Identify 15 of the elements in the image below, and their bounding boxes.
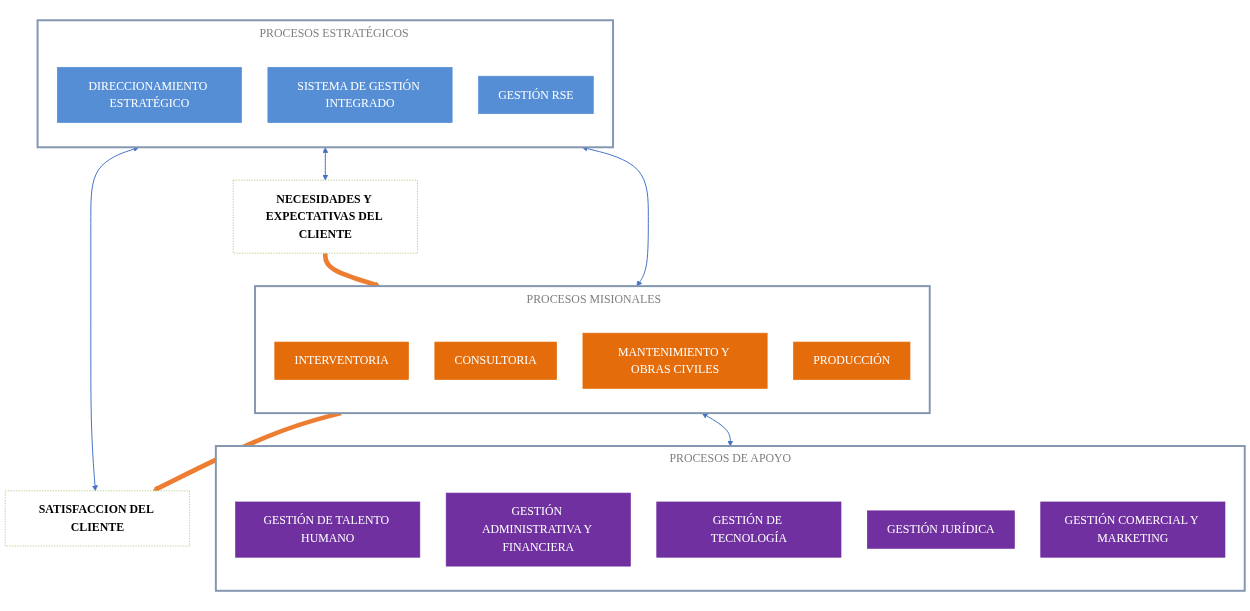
node-box: GESTIÓN ADMINISTRATIVA Y FINANCIERA <box>445 492 631 567</box>
node-box: GESTIÓN DE TECNOLOGÍA <box>656 501 842 558</box>
node-box: DIRECCIONAMIENTO ESTRATÉGICO <box>56 66 242 123</box>
node-box: SISTEMA DE GESTIÓN INTEGRADO <box>267 66 453 123</box>
arrow <box>323 253 381 288</box>
node-box: CONSULTORIA <box>434 341 557 380</box>
node-box: INTERVENTORIA <box>274 341 409 380</box>
node-box: GESTIÓN COMERCIAL Y MARKETING <box>1040 501 1226 558</box>
node-box: GESTIÓN DE TALENTO HUMANO <box>235 501 421 558</box>
node-box: SATISFACCION DEL CLIENTE <box>4 490 190 547</box>
node-box: NECESIDADES Y EXPECTATIVAS DEL CLIENTE <box>232 179 418 254</box>
node-box: PRODUCCIÓN <box>793 341 911 380</box>
node-box: GESTIÓN JURÍDICA <box>867 510 1015 549</box>
node-box: MANTENIMIENTO Y OBRAS CIVILES <box>582 332 768 389</box>
node-box: GESTIÓN RSE <box>478 75 594 114</box>
